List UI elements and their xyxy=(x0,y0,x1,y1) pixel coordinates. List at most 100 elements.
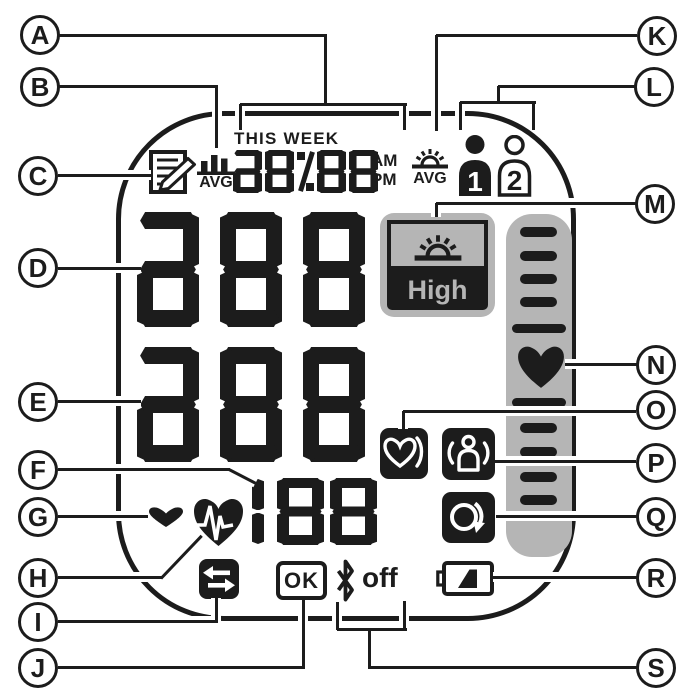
leader-line xyxy=(58,665,305,669)
pulse-display xyxy=(252,478,377,545)
leader-line xyxy=(58,266,141,270)
leader-line xyxy=(496,514,637,518)
ok-badge: OK xyxy=(276,561,327,600)
scale-tick xyxy=(520,447,557,457)
callout-f: F xyxy=(18,450,58,490)
journal-memo-icon xyxy=(149,150,196,194)
date-time-separator xyxy=(297,150,315,193)
body-movement-icon xyxy=(442,428,495,480)
leader-line xyxy=(434,35,438,131)
bluetooth-icon xyxy=(336,559,354,602)
weekly-average-chart-icon xyxy=(197,155,235,175)
am-pm-label: AM PM xyxy=(371,151,397,189)
leader-line xyxy=(58,173,151,177)
leader-line xyxy=(323,33,327,106)
seven-segment-digit xyxy=(252,478,264,545)
repeat-measurement-glyph xyxy=(450,501,485,533)
seven-segment-digit xyxy=(317,150,346,193)
date-time-display xyxy=(233,150,378,193)
leader-line xyxy=(532,102,535,130)
scale-tick xyxy=(520,472,557,482)
seven-segment-digit xyxy=(137,212,199,327)
leader-line xyxy=(436,201,637,205)
repeat-measurement-icon xyxy=(442,492,495,543)
seven-segment-digit xyxy=(137,347,199,462)
scale-tick xyxy=(520,297,557,307)
seven-segment-digit xyxy=(265,150,294,193)
scale-long-tick xyxy=(512,398,566,407)
seven-segment-digit xyxy=(303,347,365,462)
scale-tick xyxy=(520,251,557,261)
high-badge: High xyxy=(387,270,488,310)
callout-l: L xyxy=(634,67,674,107)
callout-h: H xyxy=(18,558,58,598)
leader-line xyxy=(58,514,148,518)
callout-e: E xyxy=(18,382,58,422)
seven-segment-digit xyxy=(349,150,378,193)
callout-n: N xyxy=(636,345,676,385)
pm-label: PM xyxy=(371,170,397,189)
leader-line xyxy=(434,203,438,217)
leader-line xyxy=(58,399,141,403)
leader-line xyxy=(58,33,327,37)
morning-sun-avg-icon xyxy=(412,149,448,169)
callout-a: A xyxy=(20,15,60,55)
body-movement-glyph xyxy=(447,434,490,472)
morning-avg-label: AVG xyxy=(413,170,447,187)
callout-c: C xyxy=(18,156,58,196)
heart-level-icon xyxy=(518,346,564,388)
callout-d: D xyxy=(18,248,58,288)
leader-line xyxy=(565,362,637,366)
classification-scale xyxy=(506,214,572,557)
seven-segment-digit xyxy=(220,347,282,462)
scale-tick xyxy=(520,495,557,505)
leader-line xyxy=(436,33,637,37)
user-1-number: 1 xyxy=(467,166,483,197)
callout-j: J xyxy=(18,648,58,688)
leader-line xyxy=(458,102,462,130)
heartbeat-ecg-icon xyxy=(193,499,243,546)
scale-tick xyxy=(520,274,557,284)
pulse-heart-icon xyxy=(149,507,183,527)
user-2-number: 2 xyxy=(507,165,523,196)
leader-line xyxy=(238,104,242,130)
callout-s: S xyxy=(636,648,676,688)
seven-segment-digit xyxy=(303,212,365,327)
systolic-display xyxy=(137,212,365,327)
callout-m: M xyxy=(635,184,675,224)
leader-line xyxy=(401,411,405,429)
callout-g: G xyxy=(18,497,58,537)
scale-tick xyxy=(520,227,557,237)
seven-segment-digit xyxy=(330,478,377,545)
leader-line xyxy=(369,665,637,669)
am-label: AM xyxy=(371,151,398,170)
seven-segment-digit xyxy=(277,478,324,545)
sync-arrows-icon xyxy=(199,559,239,599)
user-2-icon: 2 xyxy=(497,135,532,197)
leader-line xyxy=(402,104,406,130)
sync-arrows-glyph xyxy=(203,566,235,592)
leader-line xyxy=(337,627,407,631)
morning-sun-cell xyxy=(387,220,488,270)
diastolic-display xyxy=(137,347,365,462)
leader-line xyxy=(215,86,218,148)
user-1-icon: 1 xyxy=(459,135,491,197)
leader-line xyxy=(495,459,636,463)
leader-line xyxy=(402,601,406,630)
battery-low-icon xyxy=(436,561,494,596)
leader-line xyxy=(403,409,636,413)
callout-q: Q xyxy=(636,497,676,537)
weekly-avg-label: AVG xyxy=(199,174,233,191)
leader-line xyxy=(58,467,230,471)
callout-r: R xyxy=(636,558,676,598)
irregular-heartbeat-icon xyxy=(380,428,428,479)
this-week-label: THIS WEEK xyxy=(234,129,340,148)
morning-high-indicator: High xyxy=(380,213,495,317)
callout-k: K xyxy=(637,16,677,56)
callout-i: I xyxy=(18,602,58,642)
leader-line xyxy=(496,86,500,104)
leader-line xyxy=(58,575,162,579)
leader-line xyxy=(498,84,636,88)
bluetooth-off-label: off xyxy=(362,562,398,593)
